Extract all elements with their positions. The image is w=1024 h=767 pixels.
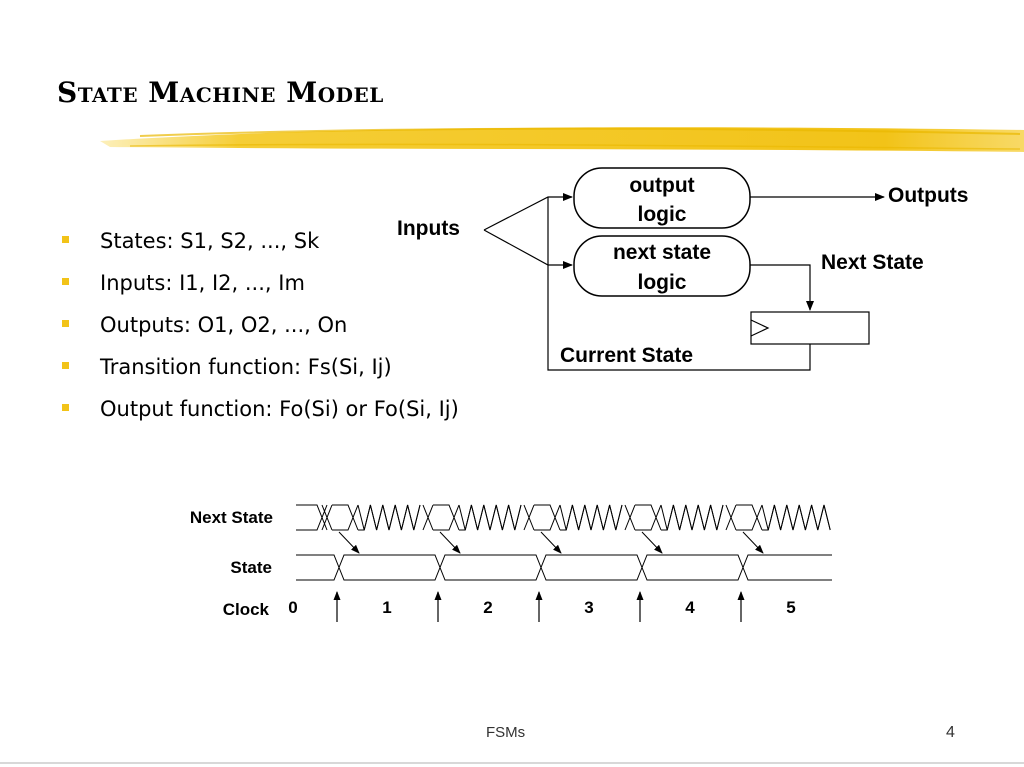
state-bus-line: [296, 554, 832, 581]
next-state-unstable-hatch: [661, 504, 724, 531]
next-state-stable: [635, 504, 662, 531]
next-state-crossing: [523, 504, 535, 531]
list-item: Transition function: Fs(Si, Ij): [62, 348, 459, 390]
next-state-crossing: [624, 504, 636, 531]
inputs-label: Inputs: [397, 217, 460, 240]
current-state-label: Current State: [560, 344, 693, 367]
next-state-stable: [332, 504, 359, 531]
dependency-arrow: [641, 531, 663, 554]
state-bus-line: [296, 554, 832, 581]
cycle-label: 0: [288, 598, 297, 617]
next-state-logic-label-line1: next state: [613, 241, 711, 264]
outputs-label: Outputs: [888, 184, 968, 207]
next-state-crossing: [725, 504, 737, 531]
next-state-label: Next State: [821, 251, 924, 274]
next-state-unstable-hatch: [560, 504, 623, 531]
footer-title: FSMs: [486, 724, 526, 741]
next-state-stable: [433, 504, 460, 531]
clock-edges: [333, 591, 745, 622]
cycle-label: 4: [685, 598, 695, 617]
dependency-arrow: [742, 531, 764, 554]
next-state-unstable-hatch: [762, 504, 831, 531]
bullet-square-icon: [62, 362, 69, 369]
next-state-stable: [433, 504, 460, 531]
dependency-arrow: [338, 531, 360, 554]
bullet-square-icon: [62, 404, 69, 411]
next-state-unstable-hatch: [459, 504, 522, 531]
current-state-feedback-wire: [547, 197, 811, 371]
cycle-label: 5: [786, 598, 795, 617]
next-state-stable: [736, 504, 763, 531]
dependency-arrow: [439, 531, 461, 554]
next-state-crossing: [321, 504, 333, 531]
next-state-logic-label-line2: logic: [637, 271, 686, 294]
state-register: [750, 311, 870, 345]
output-logic-block: [573, 167, 751, 229]
bullet-square-icon: [62, 236, 69, 243]
next-state-stable: [296, 504, 328, 531]
next-state-waveform: [296, 504, 831, 531]
next-state-stable: [635, 504, 662, 531]
cycle-label: 2: [483, 598, 492, 617]
list-item: Outputs: O1, O2, ..., On: [62, 306, 459, 348]
bottom-rule: [0, 762, 1024, 764]
output-logic-label-line1: output: [629, 174, 694, 197]
next-state-stable: [332, 504, 359, 531]
next-state-crossing: [422, 504, 434, 531]
list-item: Output function: Fo(Si) or Fo(Si, Ij): [62, 390, 459, 432]
list-item: Inputs: I1, I2, ..., Im: [62, 264, 459, 306]
output-logic-label-line2: logic: [637, 203, 686, 226]
page-number: 4: [946, 724, 955, 741]
dependency-arrows: [338, 531, 764, 554]
cycle-label: 3: [584, 598, 593, 617]
clock-triangle-icon: [750, 319, 770, 337]
next-state-stable: [534, 504, 561, 531]
timing-clock-label: Clock: [223, 600, 270, 619]
bullet-square-icon: [62, 320, 69, 327]
bullet-list: States: S1, S2, ..., Sk Inputs: I1, I2, …: [62, 222, 459, 432]
state-waveform: [296, 554, 832, 581]
bullet-square-icon: [62, 278, 69, 285]
next-state-logic-block: [573, 235, 751, 297]
slide-title: State Machine Model: [57, 76, 384, 109]
next-state-stable: [736, 504, 763, 531]
cycle-labels: 0 1 2 3 4 5: [288, 598, 795, 617]
timing-state-label: State: [230, 558, 272, 577]
timing-next-state-label: Next State: [190, 508, 273, 527]
next-state-stable: [296, 504, 328, 531]
next-state-stable: [534, 504, 561, 531]
next-state-wire: [750, 264, 814, 311]
next-state-unstable-hatch: [358, 504, 421, 531]
list-item: States: S1, S2, ..., Sk: [62, 222, 459, 264]
cycle-label: 1: [382, 598, 391, 617]
dependency-arrow: [540, 531, 562, 554]
